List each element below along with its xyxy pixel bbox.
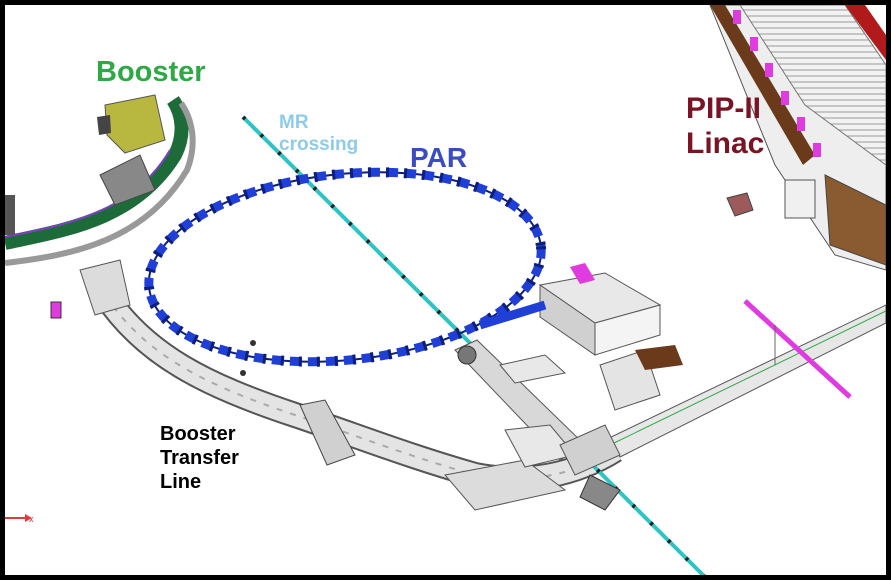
booster-label-text: Booster: [96, 56, 206, 88]
btl-label-line2: Transfer: [160, 447, 239, 469]
booster-transfer-line-tunnel: [79, 259, 622, 511]
btl-label-line3: Line: [160, 471, 202, 493]
mr-crossing-label: MR crossing: [279, 112, 358, 156]
pip-ii-label-line1: PIP-II: [686, 92, 762, 125]
axis-indicator: [5, 514, 32, 522]
axis-x-label: x: [29, 514, 34, 524]
accelerator-layout-diagram: [5, 5, 886, 575]
booster-ring: [5, 94, 196, 266]
mr-crossing-label-line1: MR: [279, 112, 309, 133]
par-extraction-tunnel: [454, 339, 621, 511]
booster-transfer-line-label: Booster Transfer Line: [160, 422, 239, 494]
booster-label: Booster: [96, 56, 206, 88]
btl-label-line1: Booster: [160, 423, 236, 445]
pip-ii-label-line2: Linac: [686, 127, 765, 161]
pip-ii-linac-label: PIP-II Linac: [686, 91, 764, 162]
par-service-building: [499, 263, 683, 411]
par-label: PAR: [410, 142, 468, 173]
misc-components: [50, 301, 256, 376]
mr-crossing-label-line2: crossing: [279, 133, 359, 155]
pip-ii-linac-building: [709, 5, 886, 271]
par-ring: [143, 167, 547, 367]
par-label-text: PAR: [410, 142, 468, 173]
